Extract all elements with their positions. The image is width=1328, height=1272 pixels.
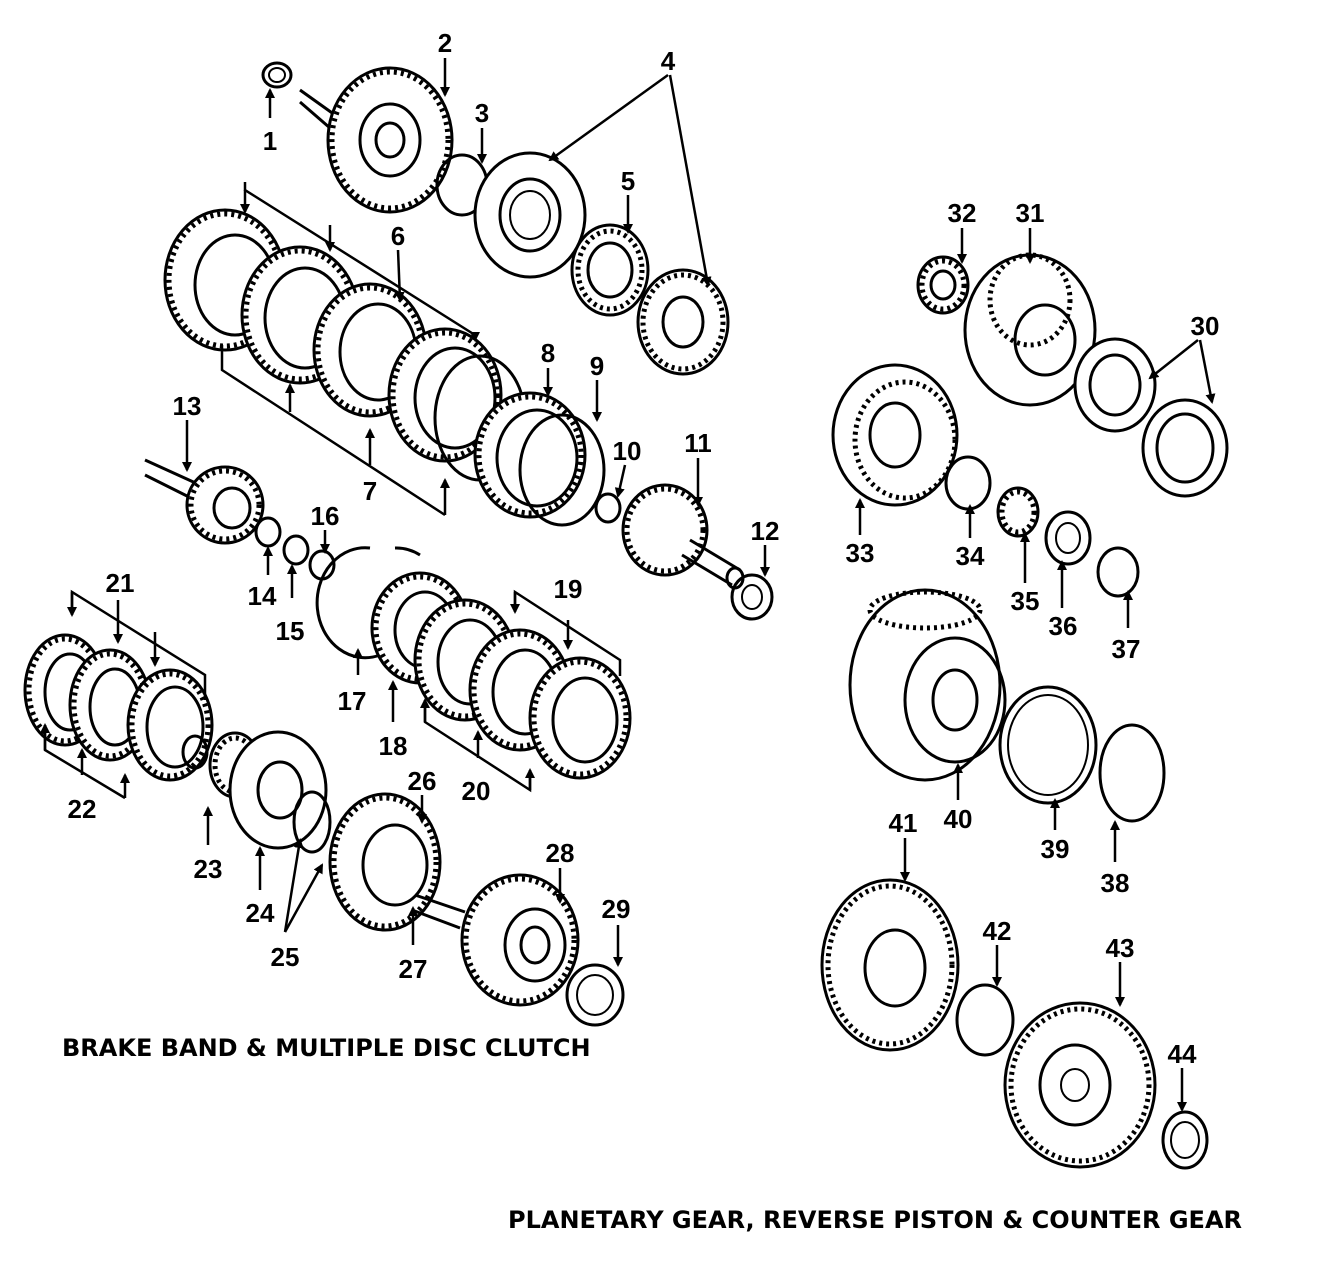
callout-42: 42 (983, 916, 1012, 946)
part-41-counter-gear (820, 878, 960, 1052)
part-2-clutch-drum (299, 66, 454, 214)
part-30-bearings (1073, 337, 1229, 498)
callout-21: 21 (106, 568, 135, 598)
caption-brake-band-clutch: BRAKE BAND & MULTIPLE DISC CLUTCH (62, 1034, 591, 1062)
leader-lines (40, 58, 1216, 1112)
clutch-pack-21-22 (23, 633, 214, 782)
part-26-gear-drum (328, 792, 442, 932)
callout-23: 23 (194, 854, 223, 884)
callout-4: 4 (661, 46, 676, 76)
part-40-reverse-piston (848, 588, 1007, 782)
callout-9: 9 (590, 351, 604, 381)
callout-25: 25 (271, 942, 300, 972)
callout-5: 5 (621, 166, 635, 196)
callout-35: 35 (1011, 586, 1040, 616)
clutch-pack-19-20 (413, 598, 632, 780)
part-24-piston (228, 730, 328, 850)
callout-7: 7 (363, 476, 377, 506)
callout-26: 26 (408, 766, 437, 796)
callout-2: 2 (438, 28, 452, 58)
callout-32: 32 (948, 198, 977, 228)
callout-16: 16 (311, 501, 340, 531)
part-43-gear (1003, 1001, 1157, 1169)
callout-31: 31 (1016, 198, 1045, 228)
part-4-piston (473, 151, 587, 279)
part-35-bearing (996, 486, 1040, 538)
callout-8: 8 (541, 338, 555, 368)
part-11-carrier-shaft (621, 483, 745, 590)
callout-41: 41 (889, 808, 918, 838)
callout-37: 37 (1112, 634, 1141, 664)
part-4-gear (636, 268, 730, 376)
part-12-bearing (730, 573, 774, 621)
clutch-pack-6-7 (163, 208, 527, 482)
part-5-sprag (570, 223, 650, 317)
callout-29: 29 (602, 894, 631, 924)
callout-24: 24 (246, 898, 275, 928)
callout-20: 20 (462, 776, 491, 806)
part-42-ring (955, 983, 1015, 1057)
part-28-carrier (460, 873, 580, 1007)
part-27-shaft (411, 893, 466, 930)
callout-1: 1 (263, 126, 277, 156)
left-assembly (23, 61, 774, 1027)
callout-13: 13 (173, 391, 202, 421)
part-38-seal-ring (1098, 723, 1166, 823)
part-36-thrust-washer (1044, 510, 1092, 566)
callout-14: 14 (248, 581, 277, 611)
part-1-seal-ring (261, 61, 293, 89)
callout-44: 44 (1168, 1039, 1197, 1069)
callout-17: 17 (338, 686, 367, 716)
caption-planetary-gear: PLANETARY GEAR, REVERSE PISTON & COUNTER… (508, 1206, 1242, 1234)
part-44-bearing (1161, 1110, 1209, 1170)
callout-22: 22 (68, 794, 97, 824)
part-15-washer (282, 534, 310, 566)
part-29-bearing (565, 963, 625, 1027)
callout-28: 28 (546, 838, 575, 868)
part-39-snap-ring (998, 685, 1098, 805)
callout-34: 34 (956, 541, 985, 571)
callout-30: 30 (1191, 311, 1220, 341)
callout-12: 12 (751, 516, 780, 546)
callout-27: 27 (399, 954, 428, 984)
part-13-input-shaft (144, 458, 265, 545)
part-37-washer (1096, 546, 1140, 598)
callout-numbers: 1 2 3 4 5 6 7 8 9 10 11 12 13 14 15 16 1… (68, 28, 1220, 1069)
part-25-seal (292, 790, 332, 854)
right-assembly (820, 252, 1229, 1170)
callout-11: 11 (684, 428, 712, 458)
callout-10: 10 (613, 436, 642, 466)
callout-40: 40 (944, 804, 973, 834)
callout-18: 18 (379, 731, 408, 761)
callout-43: 43 (1106, 933, 1135, 963)
callout-39: 39 (1041, 834, 1070, 864)
part-32-gear (916, 255, 970, 315)
part-14-washer (254, 516, 282, 548)
callout-36: 36 (1049, 611, 1078, 641)
callout-3: 3 (475, 98, 489, 128)
callout-33: 33 (846, 538, 875, 568)
part-33-planetary-carrier (831, 363, 959, 507)
part-34-washer (944, 455, 992, 511)
part-9-snap-ring (518, 413, 606, 527)
part-10-washer (594, 492, 622, 524)
part-8-ring-gear (473, 391, 587, 519)
callout-19: 19 (554, 574, 583, 604)
callout-38: 38 (1101, 868, 1130, 898)
callout-6: 6 (391, 221, 405, 251)
callout-15: 15 (276, 616, 305, 646)
